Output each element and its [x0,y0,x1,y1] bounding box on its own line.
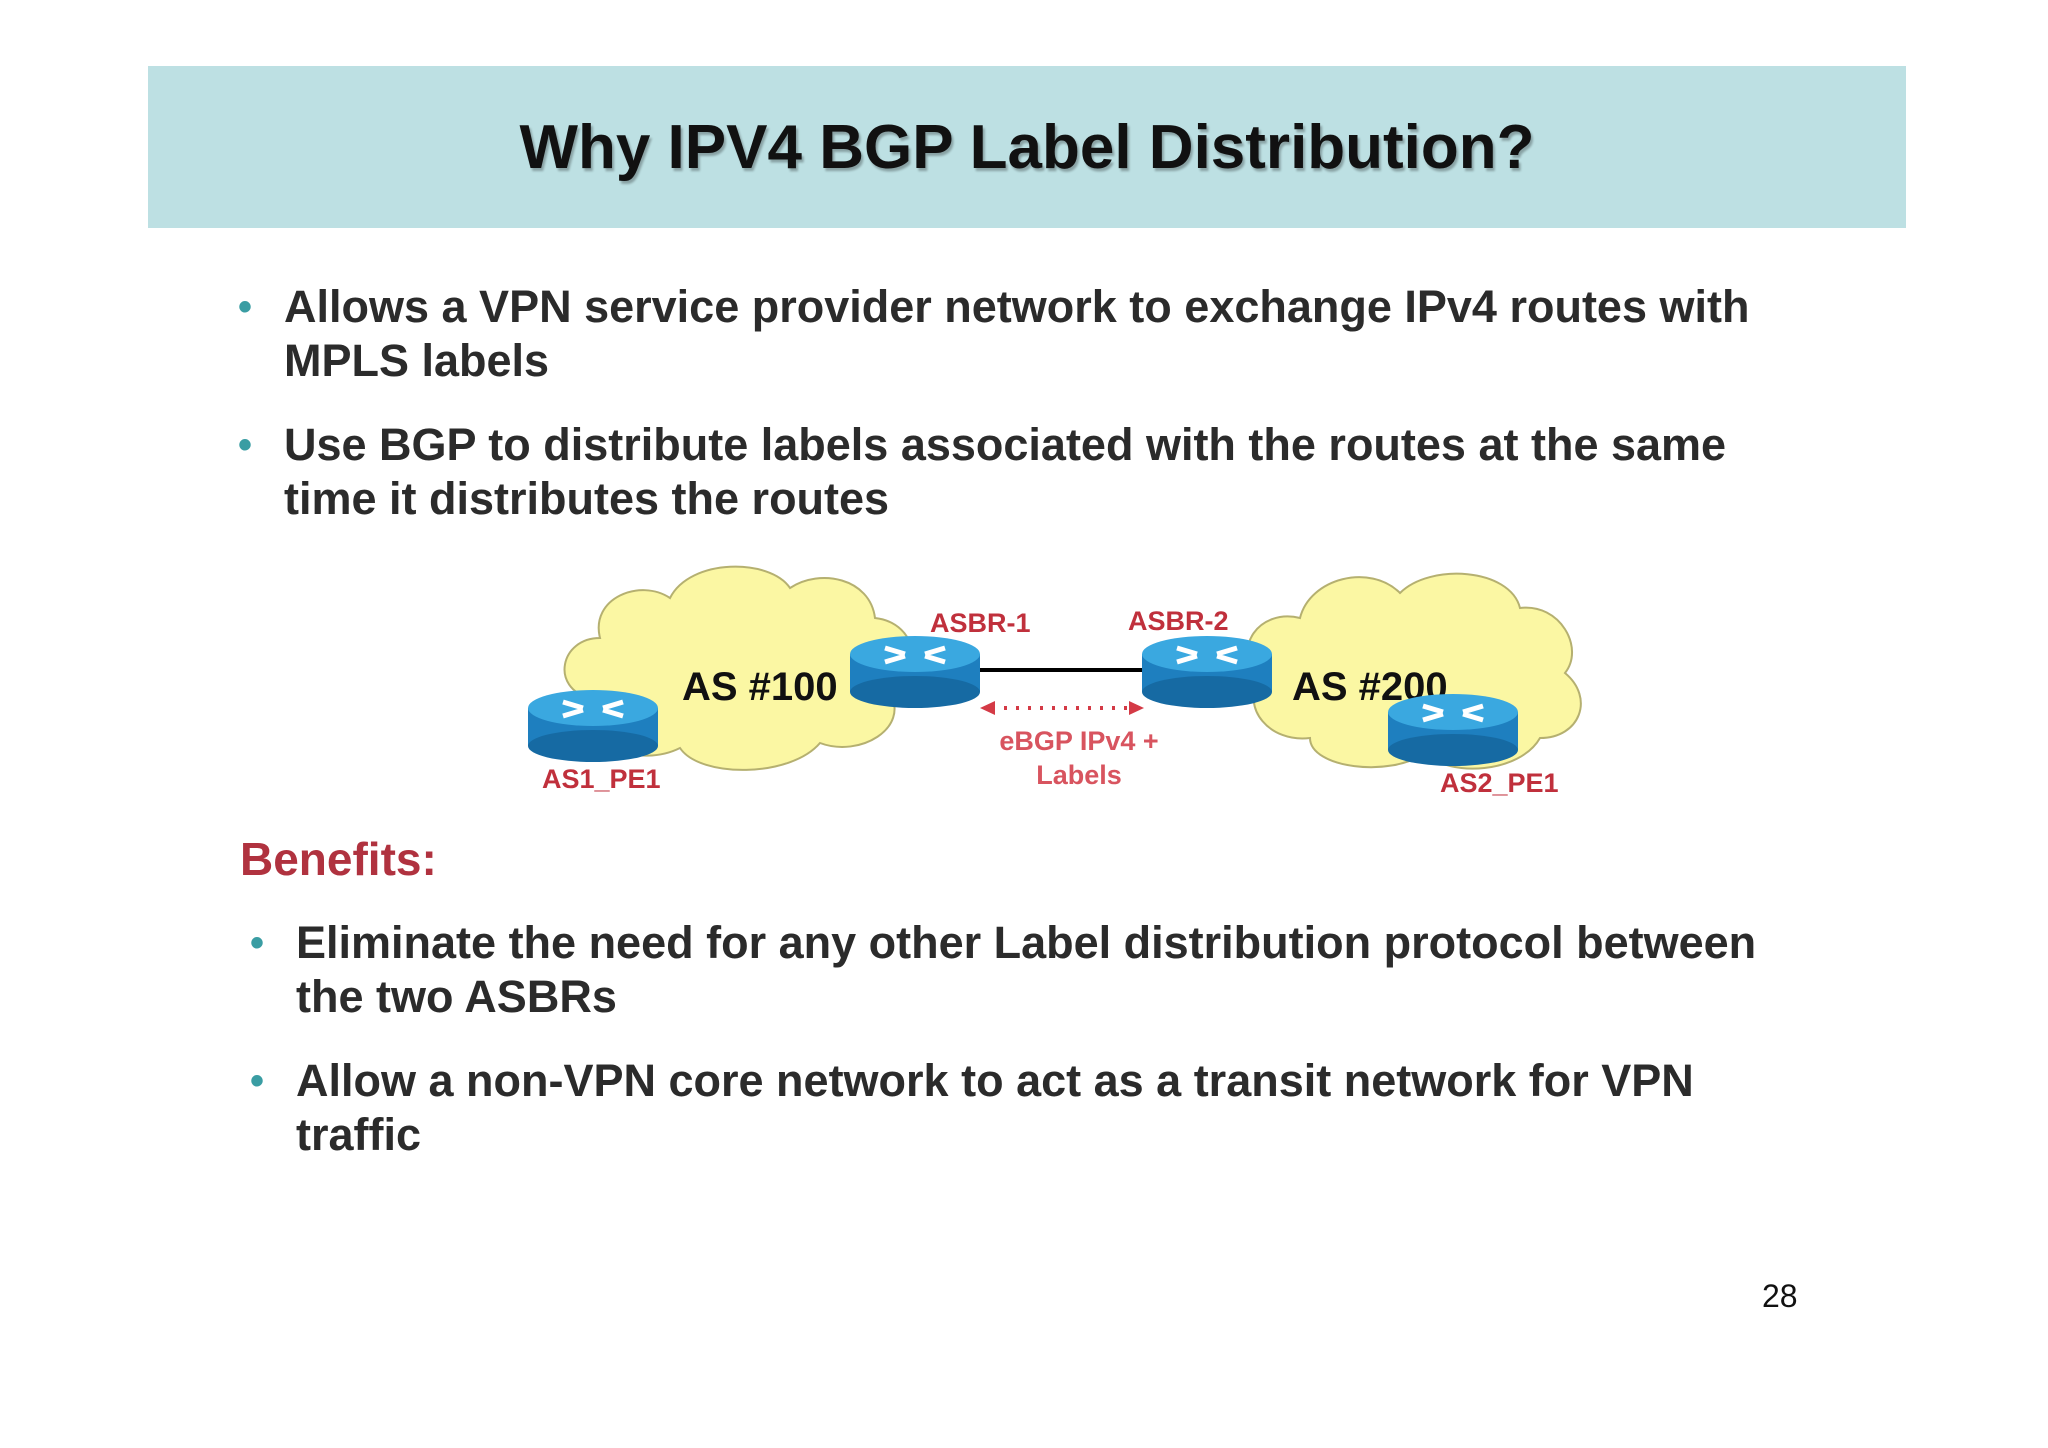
cloud-label-as100: AS #100 [682,665,838,709]
intro-bullet-list: • Allows a VPN service provider network … [238,280,1804,556]
router-label-asbr1: ASBR-1 [930,608,1031,638]
router-asbr1-icon [850,636,980,708]
router-label-as1-pe1: AS1_PE1 [542,764,661,794]
bullet-dot-icon: • [250,1059,265,1103]
link-label-line2: Labels [1036,760,1122,790]
bullet-dot-icon: • [238,285,253,329]
benefits-heading: Benefits: [240,833,437,885]
network-diagram: AS #100 AS #200 AS1_PE1 ASBR-1 ASBR-2 AS… [528,565,1582,798]
bullet-dot-icon: • [250,921,265,965]
bullet-text: Allow a non-VPN core network to act as a… [296,1055,1694,1160]
page-number: 28 [1762,1278,1798,1314]
bullet-item: • Allow a non-VPN core network to act as… [250,1054,1796,1162]
bullet-text: Eliminate the need for any other Label d… [296,917,1757,1022]
router-label-asbr2: ASBR-2 [1128,606,1229,636]
title-bar: Why IPV4 BGP Label Distribution? [148,66,1906,228]
bullet-item: • Use BGP to distribute labels associate… [238,418,1804,526]
bullet-dot-icon: • [238,423,253,467]
link-label-line1: eBGP IPv4 + [999,726,1158,756]
benefits-bullet-list: • Eliminate the need for any other Label… [250,916,1796,1192]
arrow-right-icon [1129,701,1144,715]
router-as1-pe1-icon [528,690,658,762]
router-asbr2-icon [1142,636,1272,708]
arrow-left-icon [980,701,995,715]
router-as2-pe1-icon [1388,694,1518,766]
bullet-text: Allows a VPN service provider network to… [284,281,1750,386]
slide-title: Why IPV4 BGP Label Distribution? [519,112,1535,182]
router-label-as2-pe1: AS2_PE1 [1440,768,1559,798]
bullet-text: Use BGP to distribute labels associated … [284,419,1727,524]
bullet-item: • Eliminate the need for any other Label… [250,916,1796,1024]
bullet-item: • Allows a VPN service provider network … [238,280,1804,388]
